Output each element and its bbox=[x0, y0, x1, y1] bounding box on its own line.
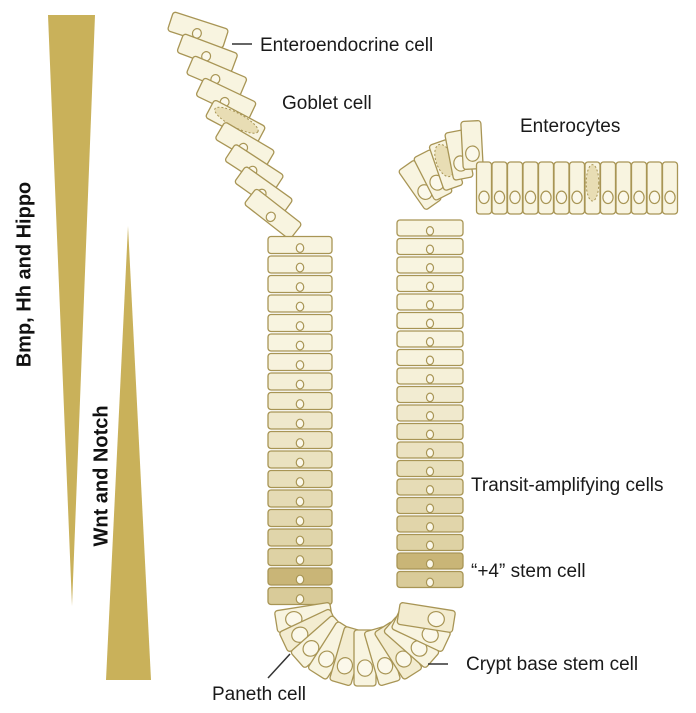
enterocyte-cell bbox=[570, 162, 585, 214]
right-crypt-cell bbox=[397, 257, 463, 273]
left-crypt-cell bbox=[268, 588, 332, 605]
right-crypt-cell bbox=[397, 461, 463, 477]
enterocyte-cell bbox=[647, 162, 662, 214]
right-crypt-cell bbox=[397, 331, 463, 347]
right-crypt-cell bbox=[397, 442, 463, 458]
enterocytes-label: Enterocytes bbox=[520, 116, 620, 138]
right-crypt-cell bbox=[397, 387, 463, 403]
left-crypt-cell bbox=[268, 276, 332, 293]
left-crypt-cell bbox=[268, 315, 332, 332]
left-crypt-cell bbox=[268, 412, 332, 429]
enterocyte-cell bbox=[663, 162, 678, 214]
enterocyte-cell bbox=[523, 162, 538, 214]
paneth-cell-label: Paneth cell bbox=[212, 684, 306, 706]
right-crypt-cell bbox=[397, 572, 463, 588]
bmp-gradient-wedge bbox=[48, 15, 95, 606]
left-crypt-cell bbox=[268, 237, 332, 254]
left-crypt-cell bbox=[268, 510, 332, 527]
right-crypt-cell bbox=[397, 220, 463, 236]
left-crypt-cell bbox=[268, 295, 332, 312]
left-crypt-cell bbox=[268, 256, 332, 273]
enterocyte-cell bbox=[539, 162, 554, 214]
enterocyte-cell bbox=[508, 162, 523, 214]
goblet-cell-label: Goblet cell bbox=[282, 93, 372, 115]
enterocyte-cell bbox=[554, 162, 569, 214]
paneth-pointer bbox=[268, 654, 290, 678]
right-crypt-cell bbox=[397, 479, 463, 495]
left-crypt-cell bbox=[268, 471, 332, 488]
left-crypt-cell bbox=[268, 393, 332, 410]
enterocyte-cell bbox=[616, 162, 631, 214]
left-crypt-cell bbox=[268, 568, 332, 585]
left-crypt-cell bbox=[268, 529, 332, 546]
enteroendocrine-cell-label: Enteroendocrine cell bbox=[260, 35, 433, 57]
right-crypt-cell bbox=[397, 239, 463, 255]
left-crypt-cell bbox=[268, 490, 332, 507]
enterocyte-cell bbox=[601, 162, 616, 214]
left-crypt-cell bbox=[268, 451, 332, 468]
wnt-notch-label: Wnt and Notch bbox=[91, 409, 114, 547]
epithelium-cells bbox=[167, 12, 677, 687]
right-crypt-cell bbox=[397, 553, 463, 569]
right-crypt-cell bbox=[397, 535, 463, 551]
right-crypt-cell bbox=[397, 405, 463, 421]
right-crypt-cell bbox=[397, 294, 463, 310]
right-crypt-cell bbox=[397, 276, 463, 292]
right-crypt-cell bbox=[397, 498, 463, 514]
plus4-stem-cell-label: “+4” stem cell bbox=[471, 561, 586, 583]
left-crypt-cell bbox=[268, 432, 332, 449]
enterocyte-cell bbox=[477, 162, 492, 214]
enterocyte-cell bbox=[632, 162, 647, 214]
crypt-base-stem-cell-label: Crypt base stem cell bbox=[466, 654, 638, 676]
enterocyte-cell bbox=[585, 162, 600, 214]
right-crypt-cell bbox=[397, 368, 463, 384]
right-crypt-cell bbox=[397, 516, 463, 532]
left-crypt-cell bbox=[268, 549, 332, 566]
right-crypt-cell bbox=[397, 424, 463, 440]
left-crypt-cell bbox=[268, 334, 332, 351]
left-crypt-cell bbox=[268, 373, 332, 390]
right-crypt-cell bbox=[397, 350, 463, 366]
bmp-hh-hippo-label: Bmp, Hh and Hippo bbox=[14, 180, 37, 370]
enterocyte-cell bbox=[492, 162, 507, 214]
transit-amplifying-cells-label: Transit-amplifying cells bbox=[471, 475, 664, 497]
left-crypt-cell bbox=[268, 354, 332, 371]
right-crypt-cell bbox=[397, 313, 463, 329]
